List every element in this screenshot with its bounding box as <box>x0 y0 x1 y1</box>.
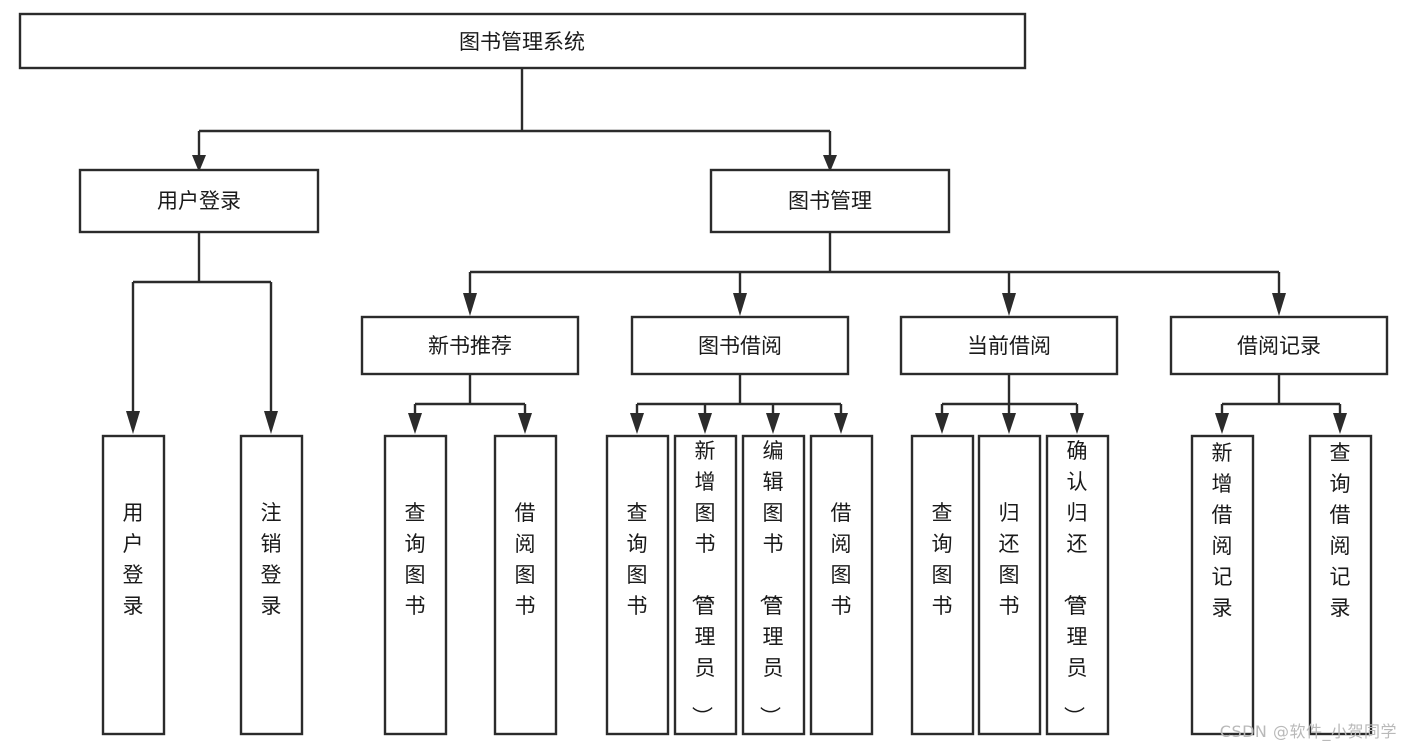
leaf-new-book-1-box[interactable] <box>383 434 448 736</box>
arrowhead-leaf-current-borrow-3 <box>1070 413 1084 434</box>
arrowhead-book-borrow <box>733 293 747 316</box>
leaf-current-borrow-3-label: 确认归还（管理员） <box>1062 439 1088 727</box>
node-new-book-recommend-label: 新书推荐 <box>428 334 512 358</box>
node-current-borrow-label: 当前借阅 <box>967 334 1051 358</box>
leaf-user-login-2[interactable]: 注销登录 <box>239 434 304 736</box>
leaf-user-login-2-box[interactable] <box>239 434 304 736</box>
leaf-borrow-record-1-box[interactable] <box>1190 434 1255 736</box>
leaf-book-borrow-4-label: 借阅图书 <box>831 501 852 618</box>
leaf-book-borrow-4[interactable]: 借阅图书 <box>809 434 874 736</box>
node-user-login-label: 用户登录 <box>157 189 241 213</box>
arrowhead-leaf-borrow-record-1 <box>1215 413 1229 434</box>
leaf-user-login-1-box[interactable] <box>101 434 166 736</box>
arrowhead-leaf-current-borrow-2 <box>1002 413 1016 434</box>
node-new-book-recommend-box[interactable] <box>360 315 580 376</box>
node-borrow-record-box[interactable] <box>1169 315 1389 376</box>
node-current-borrow-box[interactable] <box>899 315 1119 376</box>
node-book-manage-label: 图书管理 <box>788 189 872 213</box>
leaf-current-borrow-3[interactable]: 确认归还（管理员） <box>1045 434 1110 736</box>
leaf-current-borrow-1-box[interactable] <box>910 434 975 736</box>
arrowhead-leaf-book-borrow-2 <box>698 413 712 434</box>
leaf-borrow-record-2-box[interactable] <box>1308 434 1373 736</box>
leaf-current-borrow-2[interactable]: 归还图书 <box>977 434 1042 736</box>
arrowhead-leaf-new-book-1 <box>408 413 422 434</box>
arrowhead-leaf-user-login-1 <box>126 411 140 434</box>
node-book-borrow-box[interactable] <box>630 315 850 376</box>
node-borrow-record-label: 借阅记录 <box>1237 334 1321 358</box>
leaf-borrow-record-2[interactable]: 查询借阅记录 <box>1308 434 1373 736</box>
leaf-borrow-record-1[interactable]: 新增借阅记录 <box>1190 434 1255 736</box>
arrowhead-book-manage <box>823 155 837 172</box>
leaf-new-book-1[interactable]: 查询图书 <box>383 434 448 736</box>
connector-layer <box>126 68 1347 434</box>
arrowhead-leaf-new-book-2 <box>518 413 532 434</box>
node-new-book-recommend[interactable]: 新书推荐 <box>360 315 580 376</box>
arrowhead-leaf-borrow-record-2 <box>1333 413 1347 434</box>
leaf-book-borrow-1-box[interactable] <box>605 434 670 736</box>
leaf-user-login-1-label: 用户登录 <box>123 501 144 618</box>
node-user-login-box[interactable] <box>78 168 320 234</box>
leaf-book-borrow-1-label: 查询图书 <box>627 501 648 618</box>
arrowhead-leaf-book-borrow-4 <box>834 413 848 434</box>
leaf-user-login-1[interactable]: 用户登录 <box>101 434 166 736</box>
node-root-label: 图书管理系统 <box>459 30 585 54</box>
leaf-borrow-record-2-label: 查询借阅记录 <box>1330 441 1351 620</box>
node-book-borrow-label: 图书借阅 <box>698 334 782 358</box>
leaf-book-borrow-2[interactable]: 新增图书（管理员） <box>673 434 738 736</box>
leaf-book-borrow-2-box[interactable] <box>673 434 738 736</box>
leaf-book-borrow-2-label: 新增图书（管理员） <box>690 439 716 727</box>
node-borrow-record[interactable]: 借阅记录 <box>1169 315 1389 376</box>
arrowhead-borrow-record <box>1272 293 1286 316</box>
leaf-book-borrow-1[interactable]: 查询图书 <box>605 434 670 736</box>
leaf-new-book-1-label: 查询图书 <box>405 501 426 618</box>
leaf-borrow-record-1-label: 新增借阅记录 <box>1212 441 1233 620</box>
arrowhead-leaf-current-borrow-1 <box>935 413 949 434</box>
leaf-current-borrow-2-box[interactable] <box>977 434 1042 736</box>
leaf-book-borrow-3[interactable]: 编辑图书（管理员） <box>741 434 806 736</box>
leaf-new-book-2[interactable]: 借阅图书 <box>493 434 558 736</box>
leaf-book-borrow-3-label: 编辑图书（管理员） <box>758 439 784 727</box>
leaf-book-borrow-3-box[interactable] <box>741 434 806 736</box>
leaf-new-book-2-label: 借阅图书 <box>515 501 536 618</box>
leaf-current-borrow-2-label: 归还图书 <box>999 501 1020 618</box>
arrowhead-user-login <box>192 155 206 172</box>
leaf-new-book-2-box[interactable] <box>493 434 558 736</box>
node-book-borrow[interactable]: 图书借阅 <box>630 315 850 376</box>
leaf-user-login-2-label: 注销登录 <box>261 501 282 618</box>
node-root-box[interactable] <box>18 12 1027 70</box>
node-current-borrow[interactable]: 当前借阅 <box>899 315 1119 376</box>
leaf-current-borrow-3-box[interactable] <box>1045 434 1110 736</box>
node-book-manage-box[interactable] <box>709 168 951 234</box>
node-user-login[interactable]: 用户登录 <box>78 168 320 234</box>
arrowhead-leaf-user-login-2 <box>264 411 278 434</box>
arrowhead-new-book <box>463 293 477 316</box>
arrowhead-leaf-book-borrow-1 <box>630 413 644 434</box>
arrowhead-current-borrow <box>1002 293 1016 316</box>
node-root[interactable]: 图书管理系统 <box>18 12 1027 70</box>
leaf-book-borrow-4-box[interactable] <box>809 434 874 736</box>
leaf-current-borrow-1-label: 查询图书 <box>932 501 953 618</box>
arrowhead-leaf-book-borrow-3 <box>766 413 780 434</box>
leaf-current-borrow-1[interactable]: 查询图书 <box>910 434 975 736</box>
node-book-manage[interactable]: 图书管理 <box>709 168 951 234</box>
